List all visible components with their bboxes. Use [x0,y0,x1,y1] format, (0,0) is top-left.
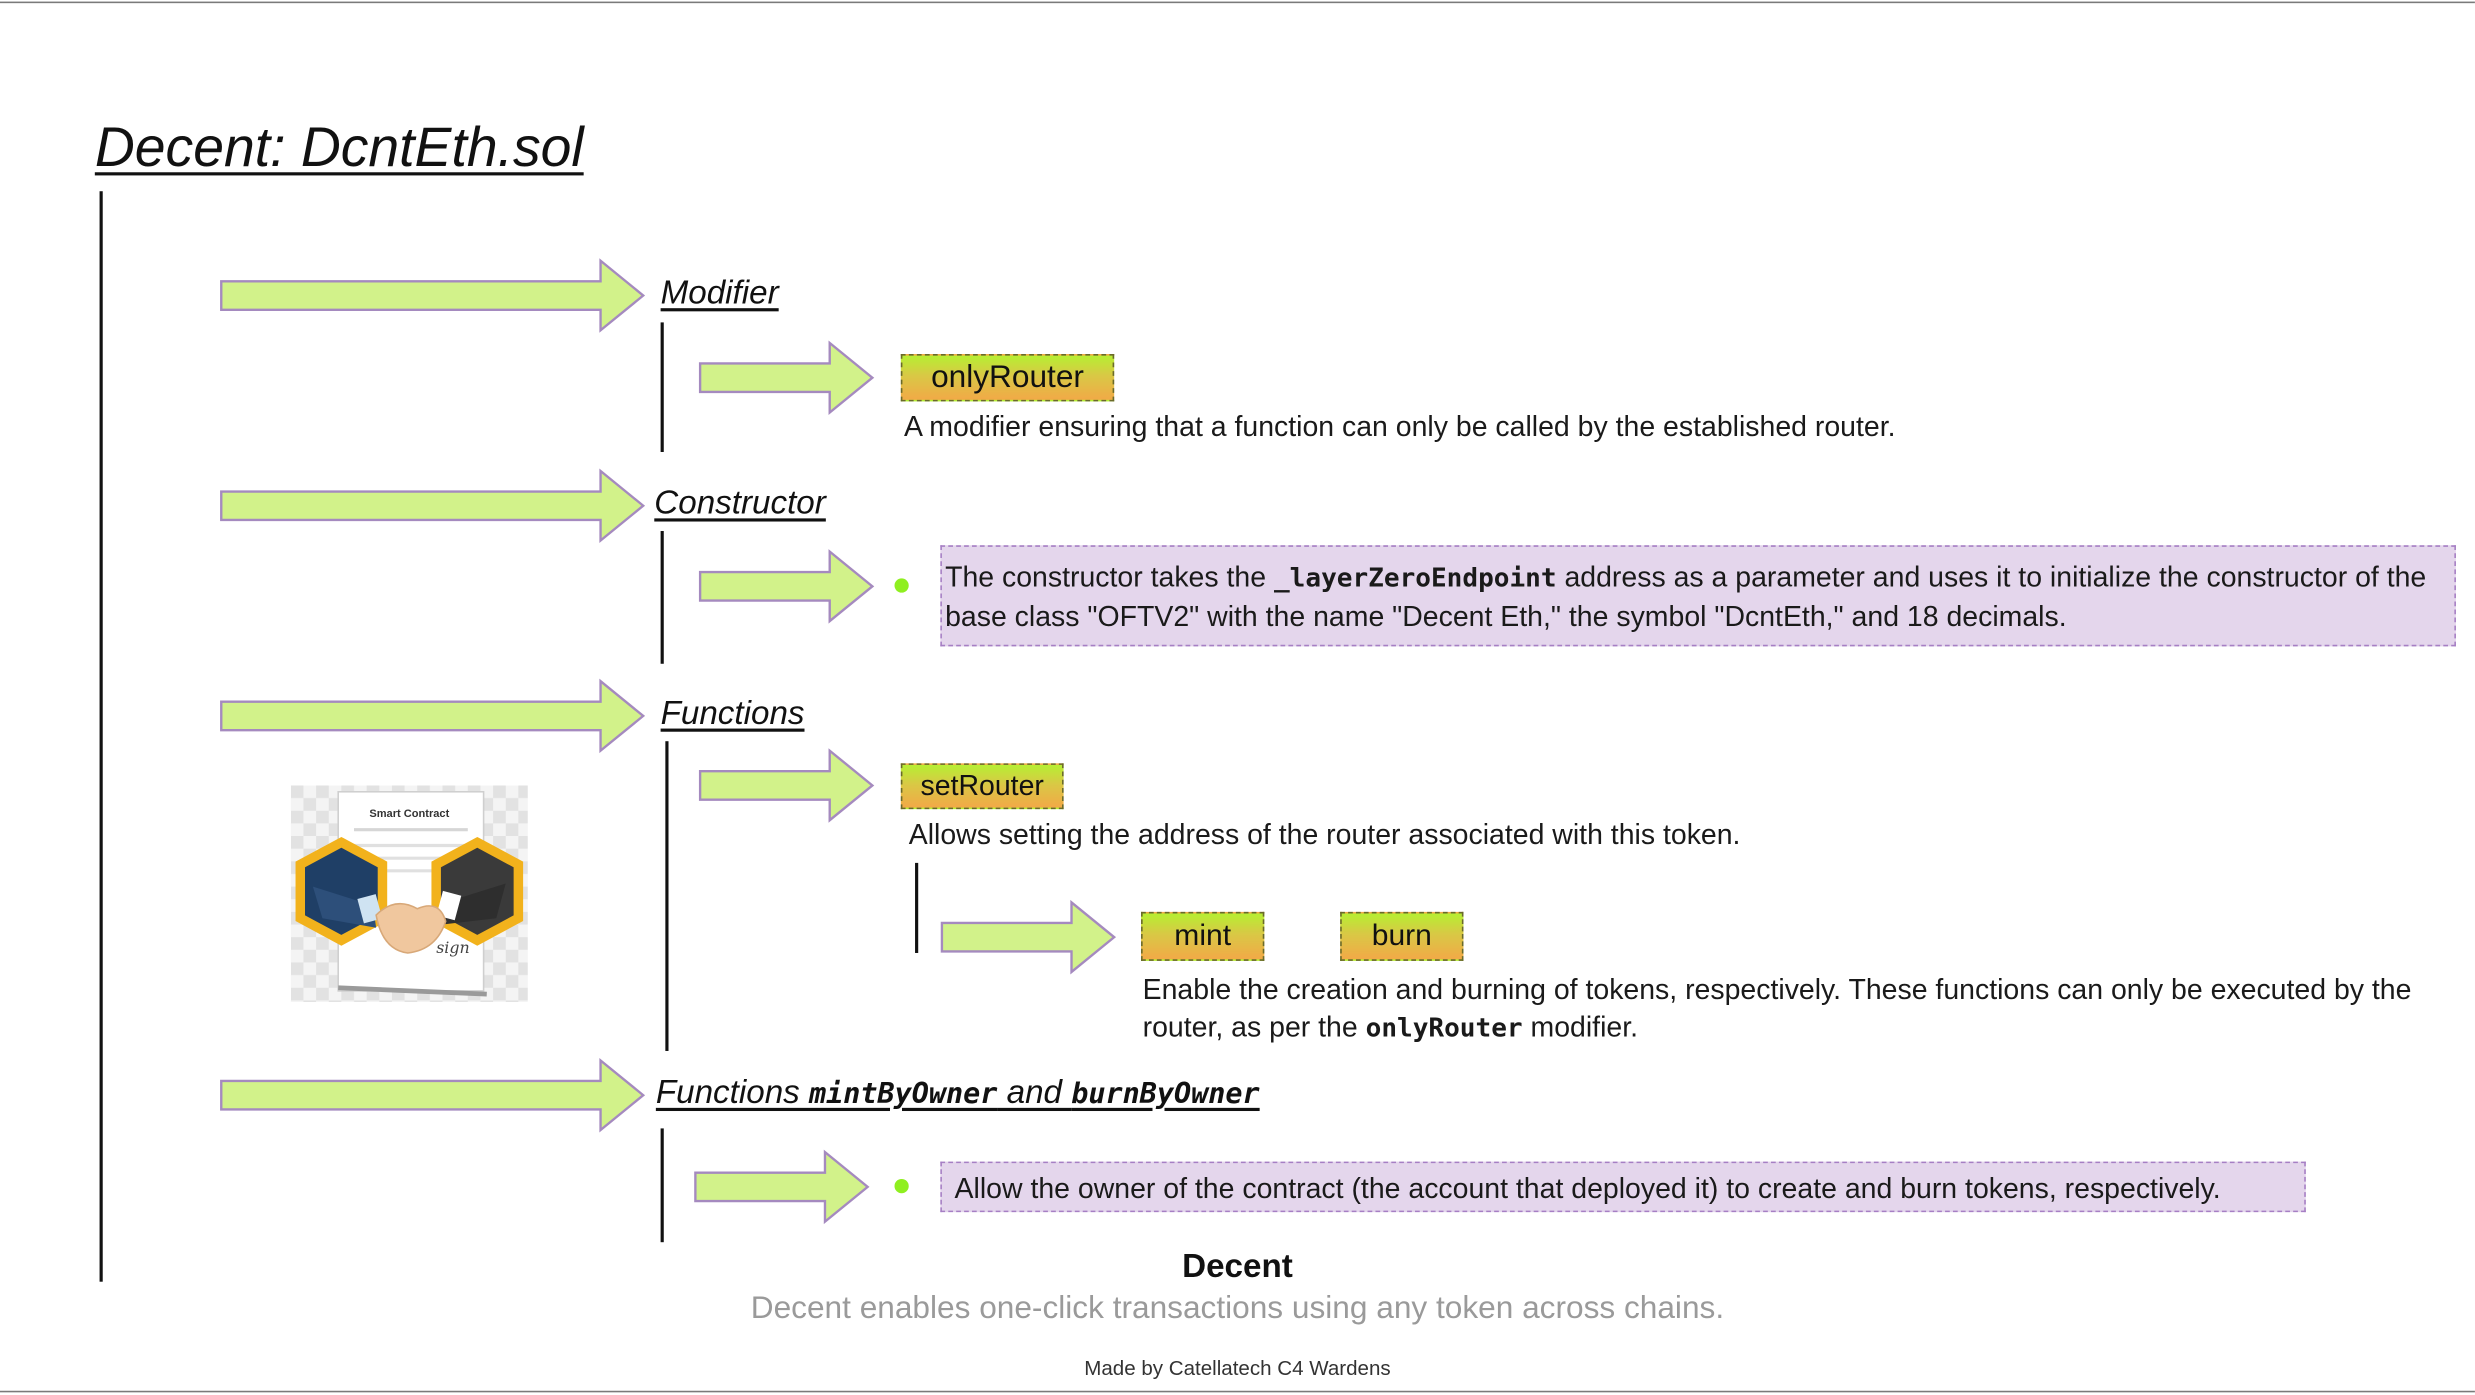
bullet-dot [894,1178,909,1194]
footer-subtitle: Decent enables one-click transactions us… [750,1291,1725,1326]
page-title: Decent: DcntEth.sol [94,116,584,179]
functions-branch-line [665,741,669,1051]
heading-functions: Functions [660,695,805,732]
footer-credit: Made by Catellatech C4 Wardens [1084,1355,1391,1380]
arrow-constructor-detail [698,549,875,624]
modifier-description: A modifier ensuring that a function can … [903,410,1896,443]
chip-mint: mint [1141,911,1265,961]
heading-owner-functions: Functions mintByOwner and burnByOwner [655,1074,1260,1112]
arrow-mint-burn [940,899,1117,975]
set-router-description: Allows setting the address of the router… [908,818,1741,851]
arrow-set-router [698,748,875,823]
illustration-label: Smart Contract [369,809,450,821]
heading-modifier: Modifier [660,274,779,312]
owner-branch-line [660,1128,664,1243]
constructor-note: The constructor takes the _layerZeroEndp… [940,545,2456,647]
arrow-modifier [220,258,646,333]
smart-contract-handshake-icon [290,785,528,1002]
arrow-owner-functions [220,1057,646,1133]
chip-only-router: onlyRouter [900,354,1115,402]
illustration-signature: sign [436,940,470,958]
footer-title: Decent [1182,1248,1293,1285]
bottom-divider [0,1390,2475,1393]
chip-burn: burn [1340,911,1464,961]
mint-burn-description: Enable the creation and burning of token… [1142,973,2412,1044]
modifier-branch-line [660,322,664,452]
heading-constructor: Constructor [654,485,826,522]
top-divider [0,1,2475,4]
arrow-only-router [698,340,875,415]
main-spine [99,191,103,1282]
bullet-dot [894,578,909,593]
constructor-branch-line [660,531,664,664]
owner-functions-note: Allow the owner of the contract (the acc… [940,1161,2306,1213]
arrow-constructor [220,468,646,543]
arrow-owner-detail [694,1149,870,1225]
set-router-branch-line [915,862,919,953]
smart-contract-illustration: Smart Contract sign [290,785,528,1002]
arrow-functions [220,678,646,754]
chip-set-router: setRouter [900,763,1064,810]
